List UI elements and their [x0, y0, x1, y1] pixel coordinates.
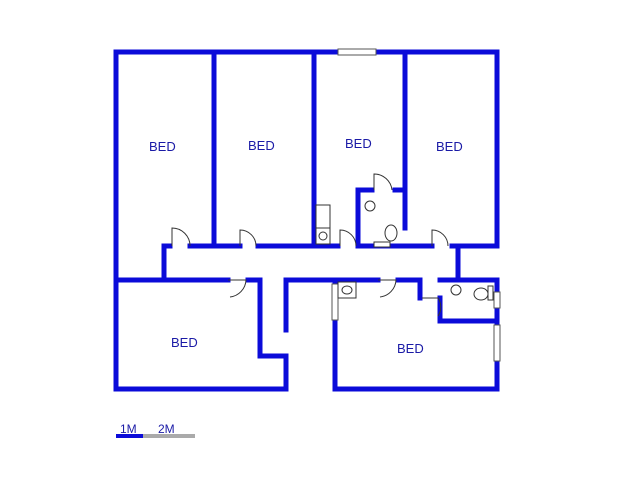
- window-top: [337, 48, 377, 56]
- basin-bowl-bath1: [318, 231, 328, 241]
- shelf-unit: [315, 204, 331, 232]
- basin-wc2: [450, 284, 462, 296]
- window-right-lower: [493, 324, 501, 362]
- door-bed5: [228, 279, 247, 298]
- fixtures: [315, 200, 494, 301]
- toilet-bath2: [473, 287, 489, 301]
- cistern-bath1: [373, 241, 391, 248]
- windows: [331, 48, 501, 362]
- window-bed6-left: [331, 283, 339, 321]
- room-label-bed-6: BED: [397, 341, 424, 356]
- room-label-bed-4: BED: [436, 139, 463, 154]
- scale-label-1m: 1M: [120, 422, 137, 436]
- doors: [171, 173, 449, 317]
- basin-bowl-bath2: [341, 285, 353, 295]
- cistern-bath2: [487, 285, 494, 301]
- walls: [113, 49, 500, 392]
- toilet-bath1: [384, 224, 398, 242]
- door-bed1: [171, 227, 191, 247]
- door-bed4: [431, 229, 449, 247]
- scale-label-2m: 2M: [158, 422, 175, 436]
- room-label-bed-1: BED: [149, 139, 176, 154]
- door-corridor-bath2: [378, 279, 397, 298]
- room-label-bed-2: BED: [248, 138, 275, 153]
- room-labels: BED BED BED BED BED BED: [149, 136, 463, 356]
- window-right-upper: [493, 291, 501, 309]
- floor-drain: [364, 200, 376, 212]
- door-bath2: [422, 297, 442, 317]
- door-bath1: [339, 229, 357, 247]
- door-bed2: [239, 229, 257, 247]
- room-label-bed-3: BED: [345, 136, 372, 151]
- scale-bar: 1M 2M: [116, 422, 195, 438]
- door-wc: [373, 173, 393, 191]
- room-label-bed-5: BED: [171, 335, 198, 350]
